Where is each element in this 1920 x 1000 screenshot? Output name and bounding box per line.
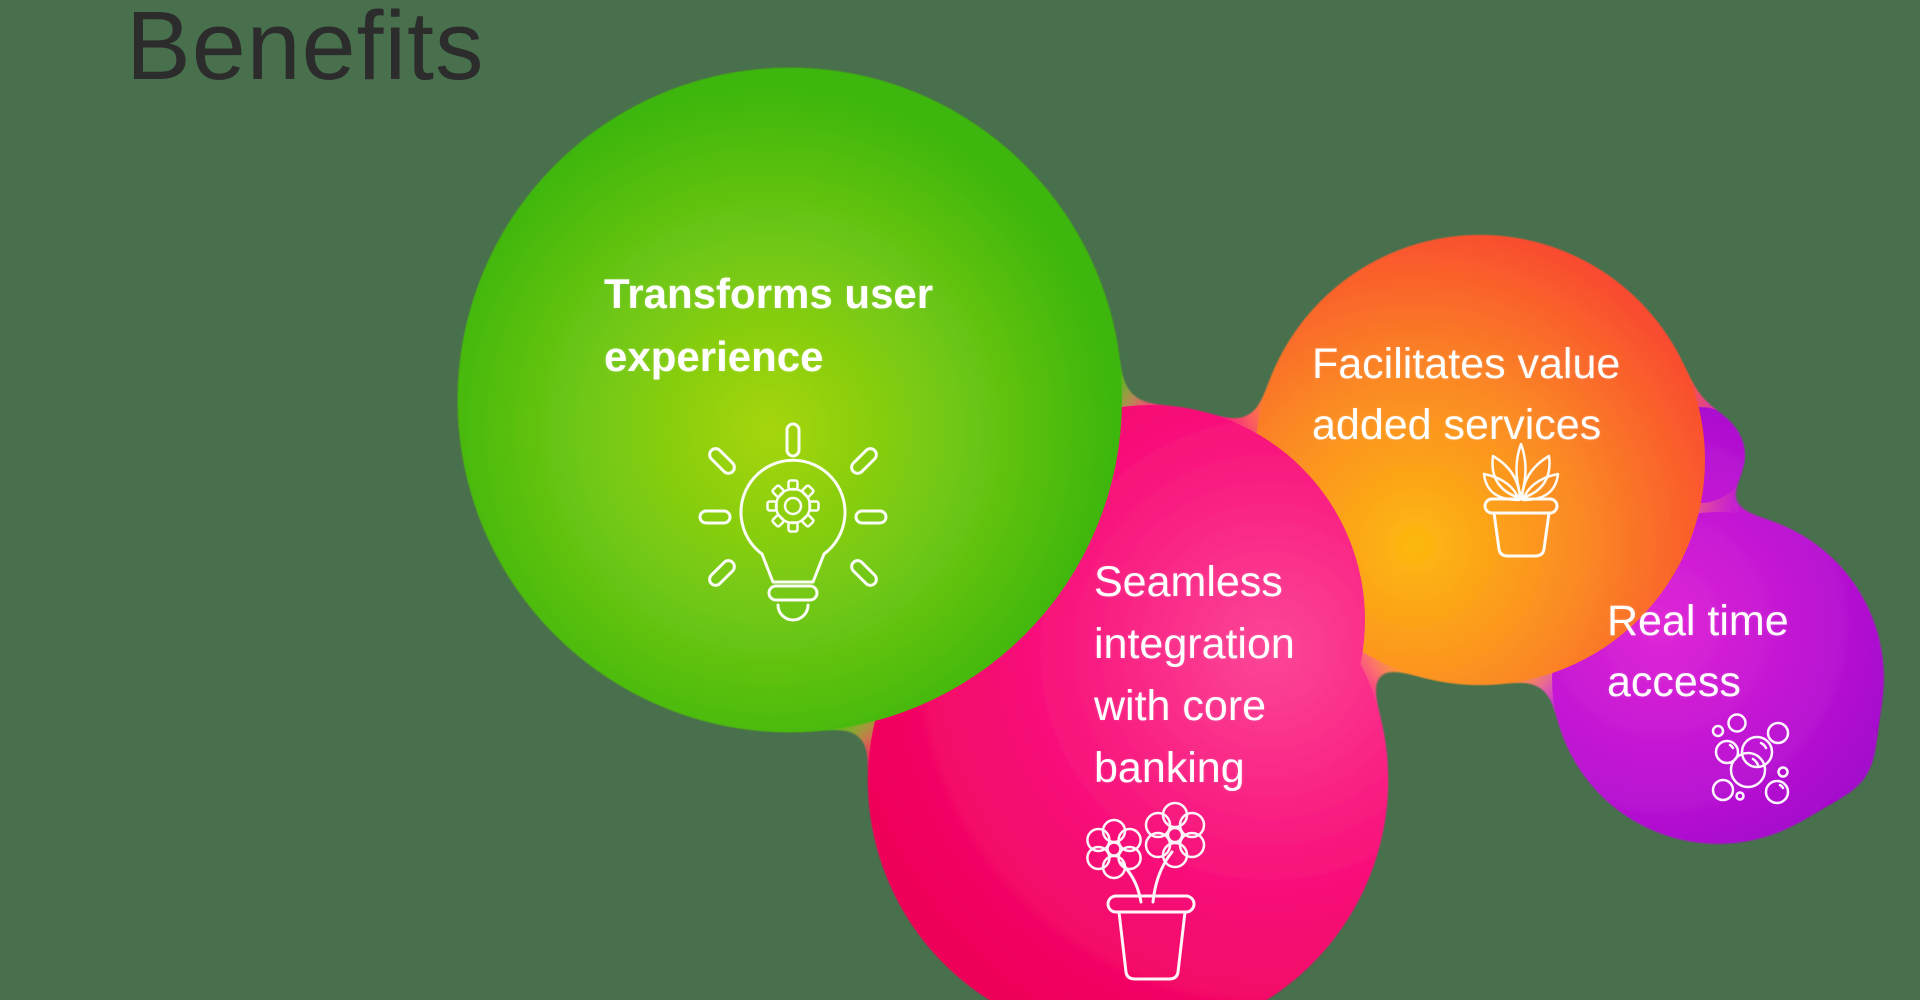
benefit-text-line: access <box>1607 658 1741 706</box>
benefit-text-pink: Seamless integration with core banking <box>1094 551 1295 799</box>
benefit-blob-green <box>458 68 1122 732</box>
benefit-text-green: Transforms user experience <box>604 262 933 388</box>
benefit-text-line: experience <box>604 333 824 380</box>
benefit-text-line: with core <box>1094 682 1267 730</box>
benefit-text-purple: Real time access <box>1607 591 1789 713</box>
benefit-text-line: Transforms user <box>604 270 934 317</box>
benefit-blob-purple-bump <box>1780 704 1876 800</box>
benefit-text-line: banking <box>1094 744 1245 792</box>
page-title: Benefits <box>126 0 485 100</box>
benefit-blob-orange <box>1255 235 1705 685</box>
benefit-text-line: Real time <box>1607 597 1789 645</box>
benefit-text-orange: Facilitates value added services <box>1312 334 1620 456</box>
benefit-text-line: Seamless <box>1094 558 1283 606</box>
benefit-text-line: Facilitates value <box>1312 340 1621 388</box>
benefit-text-line: integration <box>1094 620 1295 668</box>
benefit-text-line: added services <box>1312 401 1602 449</box>
